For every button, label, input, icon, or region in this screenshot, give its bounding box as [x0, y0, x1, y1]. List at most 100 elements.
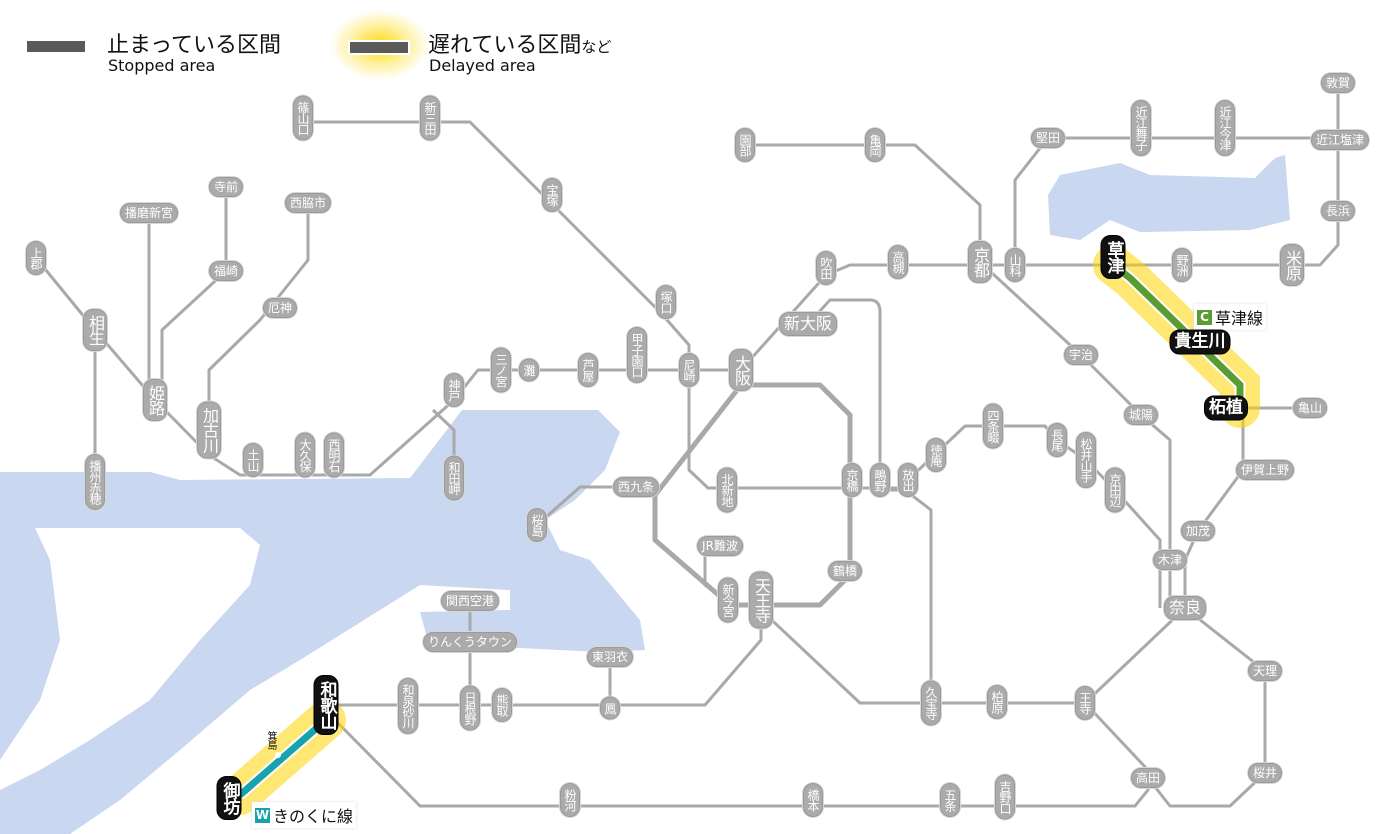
station-label[interactable]: 日根野 — [460, 685, 480, 731]
station-label[interactable]: 加茂 — [1180, 521, 1216, 541]
delayed-label-main: 遅れている区間 — [428, 33, 582, 58]
station-label[interactable]: JR難波 — [697, 536, 743, 556]
station-label[interactable]: 西明石 — [324, 432, 344, 478]
station-label[interactable]: 伊賀上野 — [1235, 460, 1295, 480]
station-label[interactable]: 松井山手 — [1076, 432, 1096, 488]
station-label[interactable]: 草津 — [1100, 235, 1126, 279]
station-label[interactable]: 新今宮 — [718, 577, 738, 623]
station-label[interactable]: 播州赤穂 — [85, 454, 105, 510]
station-label[interactable]: 五条 — [940, 783, 960, 817]
station-label[interactable]: 宇治 — [1063, 345, 1099, 365]
station-label[interactable]: 亀岡 — [865, 128, 885, 162]
station-label[interactable]: 吉野口 — [995, 774, 1015, 820]
station-label[interactable]: 塚口 — [656, 285, 676, 319]
station-label[interactable]: 鴫野 — [870, 463, 890, 497]
station-label[interactable]: 東羽衣 — [586, 647, 634, 667]
station-label[interactable]: 奈良 — [1163, 596, 1207, 620]
station-label[interactable]: 寺前 — [208, 177, 244, 197]
station-label[interactable]: 野洲 — [1172, 248, 1192, 282]
station-label[interactable]: 篠山口 — [293, 95, 313, 141]
station-label[interactable]: 熊取 — [492, 688, 512, 722]
station-label[interactable]: 西脇市 — [284, 193, 332, 213]
station-label[interactable]: 和田岬 — [444, 455, 464, 501]
kusatsu-line-label[interactable]: C 草津線 — [1194, 304, 1267, 330]
station-label[interactable]: 山科 — [1005, 248, 1025, 282]
station-label[interactable]: 亀山 — [1292, 398, 1328, 418]
station-label[interactable]: 貴生川 — [1169, 329, 1231, 355]
station-label[interactable]: 芦屋 — [578, 353, 598, 387]
station-label[interactable]: 柏原 — [987, 685, 1007, 719]
station-label[interactable]: 播磨新宮 — [119, 203, 179, 223]
station-label[interactable]: 土山 — [243, 443, 263, 477]
station-label[interactable]: 城陽 — [1123, 405, 1159, 425]
station-label[interactable]: 王寺 — [1075, 686, 1095, 720]
station-label[interactable]: 柘植 — [1204, 395, 1248, 421]
station-label[interactable]: 京橋 — [842, 463, 862, 497]
kinokuni-line-label[interactable]: W きのくに線 — [252, 802, 357, 828]
station-label[interactable]: 徳庵 — [926, 438, 946, 472]
station-label[interactable]: 近江塩津 — [1310, 130, 1370, 150]
station-label[interactable]: 天理 — [1247, 661, 1283, 681]
station-label[interactable]: 敦賀 — [1320, 73, 1356, 93]
station-label[interactable]: 御坊 — [216, 776, 242, 820]
station-label[interactable]: 宝塚 — [542, 178, 562, 212]
station-label[interactable]: 新三田 — [420, 95, 440, 141]
station-label[interactable]: 大阪 — [729, 349, 753, 391]
station-label[interactable]: 灘 — [519, 358, 539, 382]
station-label[interactable]: 和歌山 — [313, 675, 339, 735]
station-label[interactable]: 木津 — [1152, 550, 1188, 570]
station-label[interactable]: 新大阪 — [778, 312, 838, 336]
station-label[interactable]: 甲子園口 — [627, 327, 647, 383]
station-label[interactable]: 高田 — [1130, 768, 1166, 788]
station-label[interactable]: 京都 — [968, 241, 992, 283]
station-label[interactable]: 上郡 — [26, 241, 46, 275]
station-label[interactable]: 橋本 — [803, 783, 823, 817]
line-kobe-kyoto — [34, 83, 1340, 477]
station-label[interactable]: 福崎 — [208, 261, 244, 281]
station-label[interactable]: 吹田 — [816, 251, 836, 285]
station-label[interactable]: 和泉砂川 — [398, 678, 418, 734]
station-label[interactable]: 桜井 — [1247, 763, 1283, 783]
rail-lines — [34, 83, 1340, 808]
line-sagano — [745, 143, 982, 262]
station-label[interactable]: 米原 — [1280, 244, 1304, 286]
delayed-label-ja: 遅れている区間など — [428, 27, 611, 59]
station-label[interactable]: 天王寺 — [749, 571, 773, 629]
water — [0, 155, 1290, 834]
station-label[interactable]: 高槻 — [888, 245, 908, 279]
station-label[interactable]: 姫路 — [143, 379, 167, 421]
station-label[interactable]: 粉河 — [560, 783, 580, 817]
station-label[interactable]: 堅田 — [1030, 128, 1066, 148]
station-label[interactable]: 近江舞子 — [1131, 100, 1151, 156]
kinokuni-line-fill — [237, 717, 329, 798]
station-label-minor[interactable]: 箕島 — [265, 731, 276, 749]
station-label[interactable]: 大久保 — [295, 432, 315, 478]
station-label[interactable]: 長浜 — [1320, 201, 1356, 221]
station-label[interactable]: 北新地 — [717, 467, 737, 513]
stopped-label-ja: 止まっている区間 — [107, 33, 282, 58]
station-label[interactable]: 園部 — [735, 128, 755, 162]
station-label[interactable]: 相生 — [83, 309, 107, 351]
station-label[interactable]: 関西空港 — [440, 591, 500, 611]
line-bantan — [160, 187, 228, 400]
station-label[interactable]: 京田辺 — [1105, 467, 1125, 513]
station-label[interactable]: 鳳 — [600, 696, 620, 720]
station-label[interactable]: 厄神 — [262, 298, 298, 318]
station-label[interactable]: りんくうタウン — [423, 632, 517, 652]
station-label[interactable]: 放出 — [898, 463, 918, 497]
osaka-bay — [0, 410, 645, 834]
station-label[interactable]: 久宝寺 — [921, 680, 941, 726]
station-label[interactable]: 近江今津 — [1215, 100, 1235, 156]
station-label[interactable]: 尼崎 — [679, 353, 699, 387]
station-label[interactable]: 長尾 — [1047, 423, 1067, 457]
island-land — [0, 528, 260, 790]
station-label[interactable]: 四条畷 — [983, 403, 1003, 449]
delayed-swatch — [348, 40, 410, 55]
station-label[interactable]: 三ノ宮 — [491, 347, 511, 393]
lake-biwa — [1048, 155, 1290, 240]
station-label[interactable]: 神戸 — [444, 373, 464, 407]
station-label[interactable]: 鶴橋 — [827, 561, 863, 581]
station-label[interactable]: 西九条 — [612, 477, 660, 497]
station-label[interactable]: 桜島 — [527, 508, 547, 542]
station-label[interactable]: 加古川 — [197, 401, 221, 459]
